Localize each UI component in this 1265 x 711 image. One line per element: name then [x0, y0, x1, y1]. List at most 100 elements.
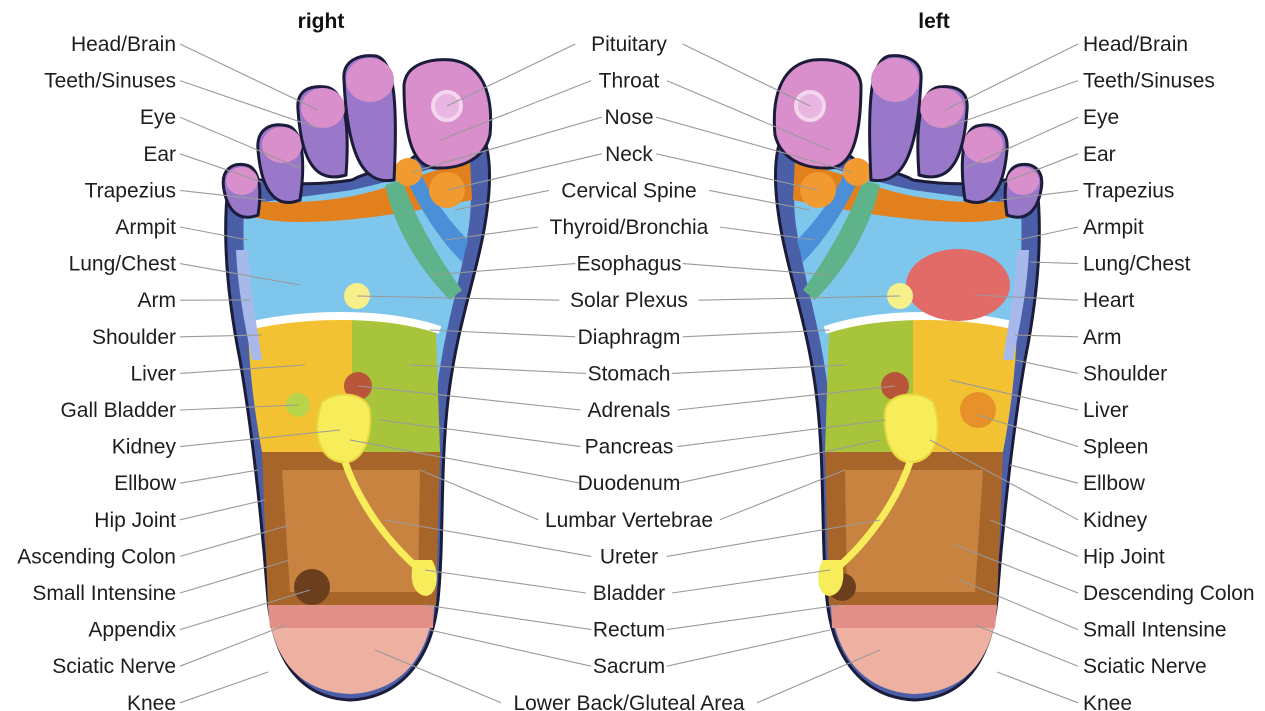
leader-left-ellbow	[179, 469, 259, 484]
leader-center-r-adrenals	[357, 385, 581, 411]
right-ureter	[341, 460, 423, 573]
leader-left-small-intensine	[179, 559, 291, 594]
leader-center-r-duodenum	[349, 439, 581, 484]
right-col-label-trapezius: Trapezius	[1083, 179, 1174, 202]
leader-right-trapezius	[999, 189, 1079, 201]
left-toe-3-tip	[920, 88, 964, 128]
left-heel-band	[831, 605, 997, 628]
leader-left-sciatic-nerve	[179, 624, 287, 667]
leader-right-kidney	[929, 439, 1079, 521]
left-nose-orange	[843, 158, 871, 186]
left-col-label-armpit: Armpit	[115, 216, 176, 239]
leader-center-r-pituitary	[446, 43, 576, 107]
leader-center-r-rectum	[424, 604, 592, 631]
right-kidney	[316, 393, 372, 464]
left-bladder	[818, 560, 844, 596]
right-col-label-kidney: Kidney	[1083, 509, 1148, 532]
leader-right-ellbow	[1009, 464, 1079, 484]
leader-center-l-adrenals	[677, 385, 896, 411]
leader-center-l-ureter	[666, 519, 881, 557]
leader-center-l-esophagus	[682, 263, 831, 276]
leader-right-liver	[949, 379, 1079, 411]
left-col-label-head-brain: Head/Brain	[71, 33, 176, 56]
right-col-label-liver: Liver	[1083, 399, 1129, 422]
leader-center-r-lower-back-gluteal-area	[374, 649, 502, 704]
left-toe-4-tip	[963, 127, 1003, 163]
center-col-label-cervical-spine: Cervical Spine	[561, 179, 696, 202]
leader-right-ear	[1004, 153, 1079, 183]
leader-right-lung-chest	[1029, 261, 1079, 265]
leader-right-small-intensine	[959, 579, 1079, 631]
leader-right-armpit	[1017, 226, 1079, 241]
center-col-label-throat: Throat	[599, 70, 660, 93]
right-stomach-area	[352, 318, 440, 452]
right-col-label-spleen: Spleen	[1083, 436, 1148, 459]
center-col-label-lower-back-gluteal-area: Lower Back/Gluteal Area	[513, 692, 744, 711]
left-spleen	[960, 392, 996, 428]
leader-right-spleen	[977, 414, 1079, 448]
center-col-label-solar-plexus: Solar Plexus	[570, 289, 688, 312]
leader-center-r-solar-plexus	[356, 295, 560, 301]
leader-left-knee	[179, 671, 269, 704]
left-ureter	[832, 460, 914, 573]
center-col-label-adrenals: Adrenals	[588, 399, 671, 422]
left-col-label-shoulder: Shoulder	[92, 326, 176, 349]
labels-left-column: Head/BrainTeeth/SinusesEyeEarTrapeziusAr…	[17, 33, 177, 711]
right-col-label-arm: Arm	[1083, 326, 1122, 349]
right-toe-3-tip	[301, 88, 345, 128]
left-col-label-kidney: Kidney	[112, 436, 177, 459]
leader-center-l-stomach	[672, 364, 846, 374]
left-shoulder-panel	[1003, 250, 1029, 360]
right-heel-band	[268, 605, 434, 628]
leader-center-r-bladder	[424, 569, 586, 594]
leader-center-l-lumbar-vertebrae	[719, 469, 846, 521]
leader-left-hip-joint	[179, 499, 266, 521]
center-col-label-pancreas: Pancreas	[585, 436, 674, 459]
right-thyroid	[385, 180, 462, 300]
leader-left-shoulder	[179, 334, 263, 338]
leader-center-l-sacrum	[666, 629, 831, 667]
right-foot	[221, 54, 493, 702]
right-nose-orange	[394, 158, 422, 186]
center-col-label-esophagus: Esophagus	[576, 253, 681, 276]
leader-left-ascending-colon	[179, 524, 291, 557]
center-col-label-rectum: Rectum	[593, 619, 665, 642]
leader-right-eye	[964, 116, 1079, 169]
leader-left-liver	[179, 364, 306, 374]
right-neck-band	[244, 160, 472, 222]
leader-center-l-bladder	[672, 569, 831, 594]
leader-left-lung-chest	[179, 263, 301, 286]
left-thyroid	[803, 180, 880, 300]
left-col-label-eye: Eye	[140, 106, 176, 129]
left-col-label-appendix: Appendix	[88, 619, 176, 642]
right-bladder	[411, 560, 437, 596]
center-col-label-nose: Nose	[604, 106, 653, 129]
center-col-label-bladder: Bladder	[593, 582, 665, 605]
labels-right-column: Head/BrainTeeth/SinusesEyeEarTrapeziusAr…	[1083, 33, 1255, 711]
left-cervical	[797, 168, 863, 262]
right-col-label-armpit: Armpit	[1083, 216, 1144, 239]
left-col-label-knee: Knee	[127, 692, 176, 711]
right-col-label-shoulder: Shoulder	[1083, 362, 1167, 385]
right-col-label-teeth-sinuses: Teeth/Sinuses	[1083, 70, 1215, 93]
leader-left-head-brain	[179, 43, 319, 111]
left-col-label-ear: Ear	[143, 143, 176, 166]
leader-center-r-thyroid-bronchia	[444, 226, 539, 241]
leader-left-ear	[179, 153, 263, 183]
leader-center-r-ureter	[384, 519, 592, 557]
leader-right-hip-joint	[989, 519, 1079, 557]
leader-right-arm	[1014, 334, 1079, 338]
leader-left-trapezius	[179, 189, 267, 201]
header-left: left	[918, 10, 950, 33]
center-col-label-ureter: Ureter	[600, 545, 658, 568]
left-intestine-inner	[845, 470, 983, 592]
left-col-label-trapezius: Trapezius	[85, 179, 176, 202]
left-col-label-lung-chest: Lung/Chest	[69, 253, 177, 276]
left-col-label-gall-bladder: Gall Bladder	[60, 399, 176, 422]
leader-center-r-esophagus	[429, 263, 576, 276]
leader-center-l-nose	[656, 116, 853, 173]
right-col-label-lung-chest: Lung/Chest	[1083, 253, 1191, 276]
leader-left-kidney	[179, 429, 341, 448]
leader-center-l-pancreas	[677, 419, 886, 448]
